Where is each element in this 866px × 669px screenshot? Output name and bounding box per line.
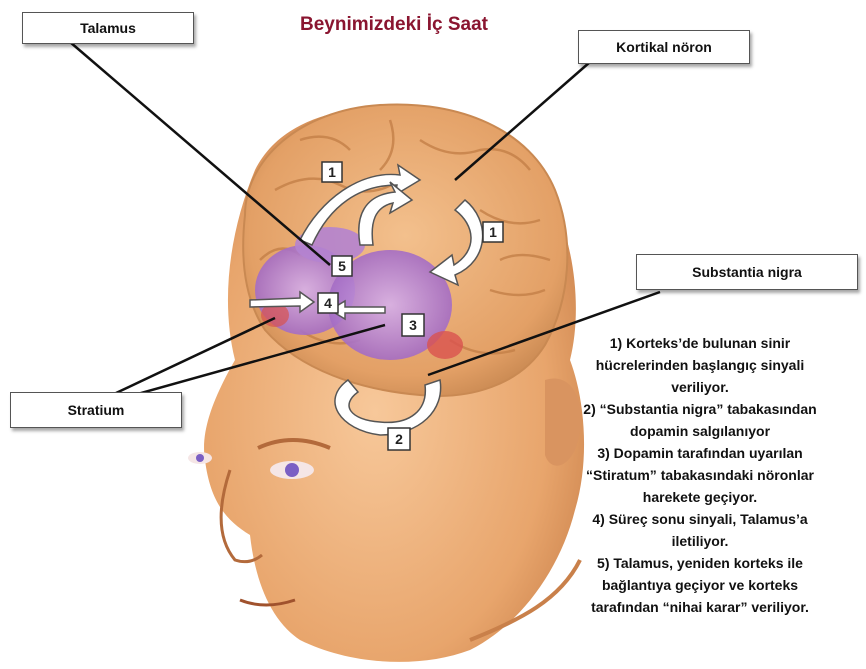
legend-line: “Stiratum” tabakasındaki nöronlar bbox=[540, 464, 860, 486]
legend-line: dopamin salgılanıyor bbox=[540, 420, 860, 442]
marker-1-top-text: 1 bbox=[328, 164, 336, 180]
marker-3-text: 3 bbox=[409, 317, 417, 333]
label-talamus-text: Talamus bbox=[80, 20, 136, 36]
legend-line: bağlantıya geçiyor ve korteks bbox=[540, 574, 860, 596]
legend-line: 1) Korteks’de bulunan sinir bbox=[540, 332, 860, 354]
label-stratium-text: Stratium bbox=[68, 402, 125, 418]
legend-line: 2) “Substantia nigra” tabakasından bbox=[540, 398, 860, 420]
label-kortikal-noron: Kortikal nöron bbox=[578, 30, 750, 64]
legend-line: 5) Talamus, yeniden korteks ile bbox=[540, 552, 860, 574]
label-substantia-nigra: Substantia nigra bbox=[636, 254, 858, 290]
label-stratium: Stratium bbox=[10, 392, 182, 428]
legend-line: harekete geçiyor. bbox=[540, 486, 860, 508]
marker-1-right-text: 1 bbox=[489, 224, 497, 240]
marker-4-text: 4 bbox=[324, 295, 332, 311]
diagram-title: Beynimizdeki İç Saat bbox=[300, 14, 520, 36]
label-talamus: Talamus bbox=[22, 12, 194, 44]
legend-line: 3) Dopamin tarafından uyarılan bbox=[540, 442, 860, 464]
legend-line: veriliyor. bbox=[540, 376, 860, 398]
steps-legend: 1) Korteks’de bulunan sinir hücrelerinde… bbox=[540, 332, 860, 618]
label-substantia-nigra-text: Substantia nigra bbox=[692, 264, 802, 280]
marker-2-text: 2 bbox=[395, 431, 403, 447]
marker-5-text: 5 bbox=[338, 258, 346, 274]
legend-line: 4) Süreç sonu sinyali, Talamus’a bbox=[540, 508, 860, 530]
legend-line: iletiliyor. bbox=[540, 530, 860, 552]
legend-line: tarafından “nihai karar” veriliyor. bbox=[540, 596, 860, 618]
legend-line: hücrelerinden başlangıç sinyali bbox=[540, 354, 860, 376]
label-kortikal-noron-text: Kortikal nöron bbox=[616, 39, 712, 55]
